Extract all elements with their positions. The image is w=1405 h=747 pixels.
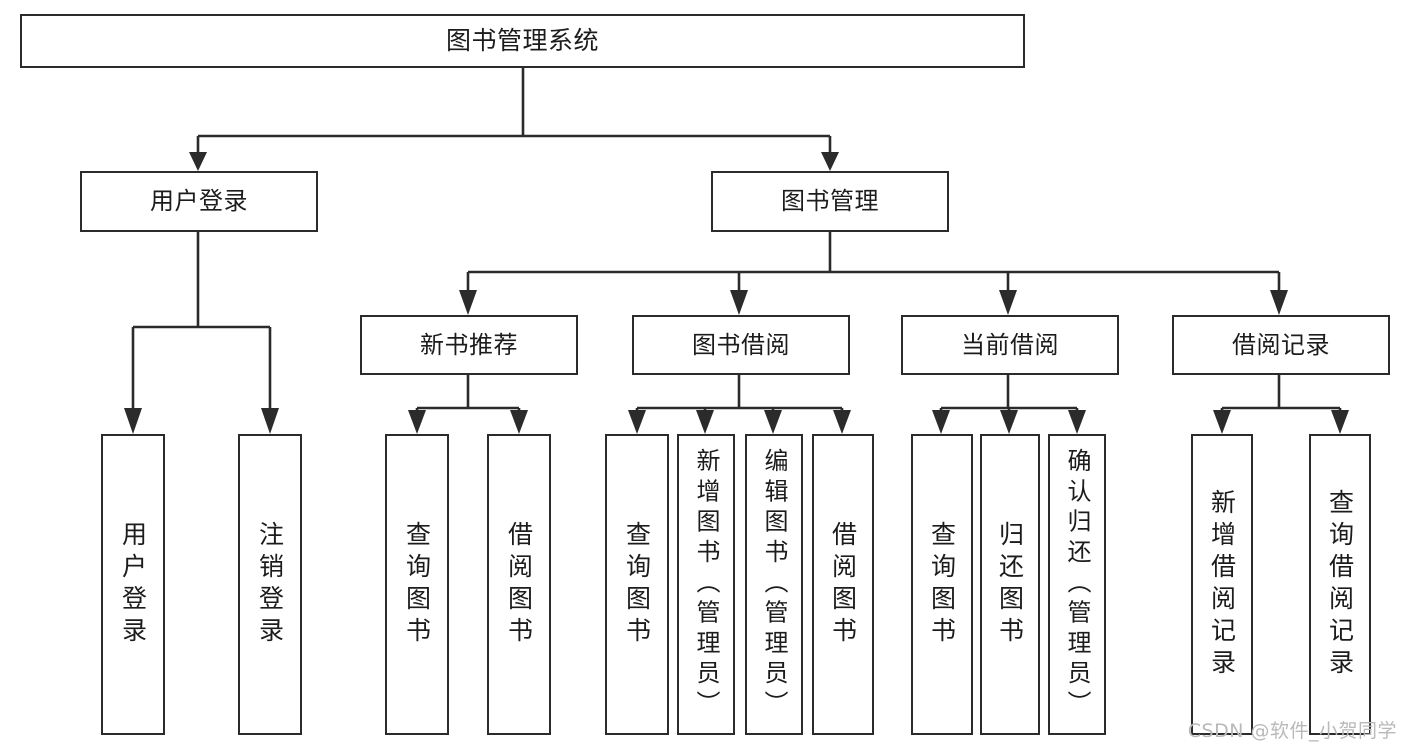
node-root[interactable]: 图书管理系统 — [20, 14, 1025, 68]
leaf-bookborrow-edit-book[interactable]: 编辑图书（管理员） — [745, 434, 803, 735]
leaf-user-login[interactable]: 用户登录 — [101, 434, 165, 735]
leaf-currentborrow-confirm-return[interactable]: 确认归还（管理员） — [1048, 434, 1106, 735]
arrowhead-book-manage — [821, 152, 839, 171]
leaf-borrowrecord-query-record[interactable]: 查询借阅记录 — [1309, 434, 1371, 735]
node-current-borrow-label: 当前借阅 — [961, 330, 1059, 359]
arrowhead-currentborrow-leaf-1 — [932, 410, 950, 434]
leaf-newbook-query-book-label: 查询图书 — [402, 520, 432, 649]
node-user-login[interactable]: 用户登录 — [80, 171, 318, 232]
leaf-newbook-borrow-book-label: 借阅图书 — [504, 520, 534, 649]
arrowhead-leaf-user-login — [124, 408, 142, 434]
arrowhead-borrowrecord-leaf-2 — [1331, 410, 1349, 434]
arrowhead-newbook-leaf-2 — [510, 410, 528, 434]
arrowhead-leaf-logout — [261, 408, 279, 434]
leaf-bookborrow-edit-book-label: 编辑图书（管理员） — [760, 448, 788, 721]
node-borrow-record[interactable]: 借阅记录 — [1172, 315, 1390, 375]
arrowhead-currentborrow-leaf-3 — [1068, 410, 1086, 434]
arrowhead-bookborrow-leaf-2 — [696, 410, 714, 434]
leaf-currentborrow-return-book-label: 归还图书 — [995, 520, 1025, 649]
arrowhead-book-borrow — [730, 290, 748, 315]
arrowhead-bookborrow-leaf-3 — [764, 410, 782, 434]
node-current-borrow[interactable]: 当前借阅 — [901, 315, 1119, 375]
leaf-newbook-borrow-book[interactable]: 借阅图书 — [487, 434, 551, 735]
node-new-book-recommend-label: 新书推荐 — [420, 330, 518, 359]
leaf-bookborrow-query-book[interactable]: 查询图书 — [605, 434, 669, 735]
leaf-bookborrow-add-book-label: 新增图书（管理员） — [692, 448, 720, 721]
arrowhead-bookborrow-leaf-1 — [628, 410, 646, 434]
node-book-management-label: 图书管理 — [781, 187, 879, 216]
leaf-borrowrecord-add-record[interactable]: 新增借阅记录 — [1191, 434, 1253, 735]
leaf-bookborrow-query-book-label: 查询图书 — [622, 520, 652, 649]
arrowhead-newbook-leaf-1 — [408, 410, 426, 434]
arrowhead-user-login — [189, 152, 207, 171]
leaf-borrowrecord-add-record-label: 新增借阅记录 — [1207, 488, 1237, 681]
arrowhead-currentborrow-leaf-2 — [1000, 410, 1018, 434]
node-book-borrow-label: 图书借阅 — [692, 330, 790, 359]
arrowhead-borrow-record — [1270, 290, 1288, 315]
csdn-watermark: CSDN @软件_小贺同学 — [1187, 720, 1397, 742]
leaf-currentborrow-query-book[interactable]: 查询图书 — [911, 434, 973, 735]
arrowhead-current-borrow — [999, 290, 1017, 315]
arrowhead-borrowrecord-leaf-1 — [1213, 410, 1231, 434]
arrowhead-new-book — [459, 290, 477, 315]
node-book-borrow[interactable]: 图书借阅 — [632, 315, 850, 375]
node-book-management[interactable]: 图书管理 — [711, 171, 949, 232]
node-borrow-record-label: 借阅记录 — [1232, 330, 1330, 359]
leaf-currentborrow-confirm-return-label: 确认归还（管理员） — [1063, 448, 1091, 721]
leaf-newbook-query-book[interactable]: 查询图书 — [385, 434, 449, 735]
arrowhead-bookborrow-leaf-4 — [833, 410, 851, 434]
leaf-bookborrow-borrow-book[interactable]: 借阅图书 — [812, 434, 874, 735]
leaf-currentborrow-query-book-label: 查询图书 — [927, 520, 957, 649]
leaf-logout-label: 注销登录 — [255, 520, 285, 649]
node-root-label: 图书管理系统 — [445, 26, 599, 56]
node-new-book-recommend[interactable]: 新书推荐 — [360, 315, 578, 375]
leaf-bookborrow-add-book[interactable]: 新增图书（管理员） — [677, 434, 735, 735]
leaf-bookborrow-borrow-book-label: 借阅图书 — [828, 520, 858, 649]
leaf-currentborrow-return-book[interactable]: 归还图书 — [980, 434, 1040, 735]
leaf-logout[interactable]: 注销登录 — [238, 434, 302, 735]
node-user-login-label: 用户登录 — [150, 187, 248, 216]
leaf-borrowrecord-query-record-label: 查询借阅记录 — [1325, 488, 1355, 681]
leaf-user-login-label: 用户登录 — [118, 520, 148, 649]
